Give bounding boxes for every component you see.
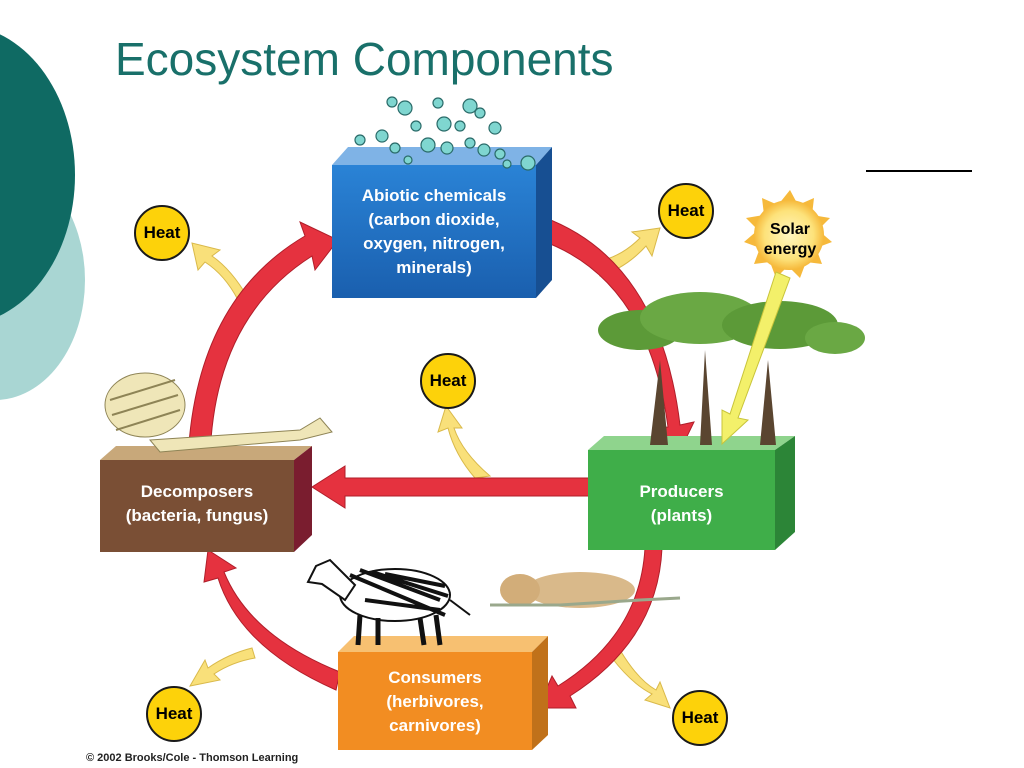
skeleton-icon	[104, 372, 333, 453]
solar-beam-arrow	[721, 271, 791, 446]
decomposers-label: Decomposers (bacteria, fungus)	[100, 480, 294, 528]
producers-box	[588, 436, 795, 550]
consumers-label: Consumers (herbivores, carnivores)	[338, 666, 532, 738]
decomposers-box	[100, 446, 312, 552]
title-rule	[866, 170, 972, 172]
heat-arrow-center	[437, 404, 492, 479]
sun-icon	[744, 190, 832, 278]
heat-circle-center: Heat	[420, 353, 476, 409]
solar-line-1: Solar	[769, 221, 810, 238]
abiotic-label: Abiotic chemicals (carbon dioxide, oxyge…	[332, 184, 536, 280]
decomposers-line-1: Decomposers	[140, 482, 254, 501]
arrow-producers-to-decomposers	[311, 465, 591, 509]
abiotic-box	[332, 147, 552, 298]
consumers-line-2: (herbivores,	[386, 692, 484, 711]
producers-line-2: (plants)	[650, 506, 713, 525]
slide-decoration	[0, 34, 85, 400]
heat-arrow-producers	[611, 649, 671, 709]
heat-circle-producers: Heat	[672, 690, 728, 746]
copyright-credit: © 2002 Brooks/Cole - Thomson Learning	[86, 752, 299, 764]
zebra-icon	[306, 558, 471, 646]
solar-line-2: energy	[763, 241, 817, 258]
solar-energy-label: Solar energy	[750, 220, 830, 260]
heat-circle-decomposers: Heat	[134, 205, 190, 261]
abiotic-line-2: (carbon dioxide,	[368, 210, 500, 229]
molecules-icon	[354, 96, 536, 171]
producers-label: Producers (plants)	[588, 480, 775, 528]
consumers-box	[338, 636, 548, 750]
heat-circle-abiotic: Heat	[658, 183, 714, 239]
decomposers-line-2: (bacteria, fungus)	[125, 506, 269, 525]
lion-icon	[490, 572, 681, 608]
consumers-line-1: Consumers	[388, 668, 482, 687]
heat-circle-consumers: Heat	[146, 686, 202, 742]
heat-arrow-consumers-left	[189, 647, 256, 687]
abiotic-line-4: minerals)	[396, 258, 472, 277]
heat-arrow-decomposers	[191, 242, 249, 301]
consumers-line-3: carnivores)	[389, 716, 481, 735]
abiotic-line-3: oxygen, nitrogen,	[363, 234, 505, 253]
cycle-arrows	[187, 216, 695, 709]
producers-line-1: Producers	[639, 482, 724, 501]
trees-icon	[598, 292, 865, 445]
abiotic-line-1: Abiotic chemicals	[361, 186, 507, 205]
slide-circle-dark	[0, 34, 75, 316]
page-title: Ecosystem Components	[115, 33, 614, 85]
